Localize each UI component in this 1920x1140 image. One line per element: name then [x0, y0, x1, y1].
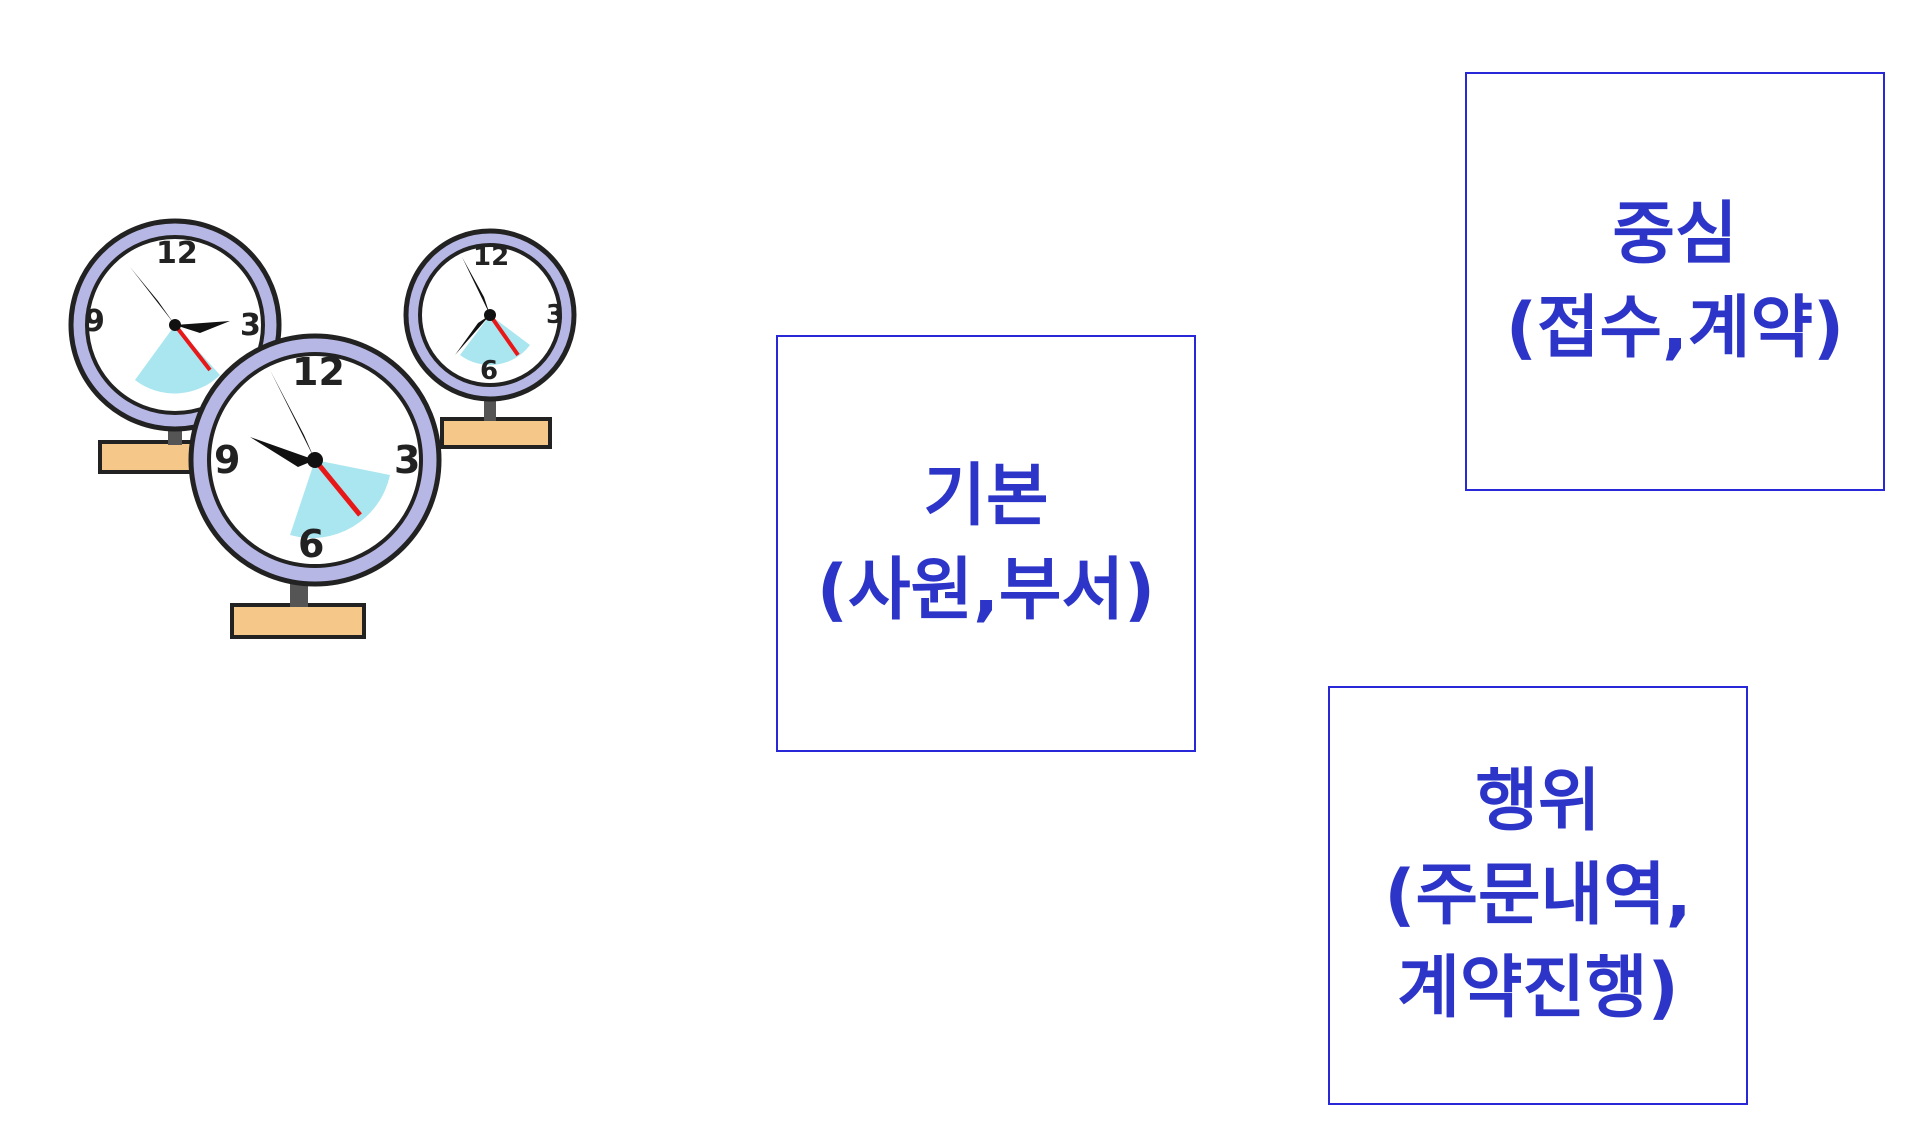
- right-clock-icon: 12 3 6: [403, 228, 577, 449]
- svg-text:12: 12: [156, 236, 198, 271]
- svg-text:3: 3: [394, 438, 420, 482]
- clocks-icon: 12 9 3 12 3 6 12 9 3 6: [68, 218, 577, 639]
- svg-text:3: 3: [240, 308, 261, 343]
- svg-text:12: 12: [473, 242, 509, 272]
- entity-label-basic: 기본 (사원,부서): [816, 456, 1156, 630]
- entity-box-center: 중심 (접수,계약): [1465, 72, 1885, 491]
- entity-label-action: 행위 (주문내역, 계약진행): [1384, 761, 1692, 1029]
- svg-text:3: 3: [546, 300, 564, 330]
- entity-box-basic: 기본 (사원,부서): [776, 335, 1196, 752]
- svg-text:12: 12: [292, 350, 345, 394]
- entity-box-action: 행위 (주문내역, 계약진행): [1328, 686, 1748, 1105]
- left-clock-icon: 12 9 3: [68, 218, 282, 474]
- svg-text:9: 9: [84, 304, 105, 339]
- front-clock-icon: 12 9 3 6: [188, 333, 442, 639]
- svg-text:6: 6: [480, 356, 498, 386]
- svg-text:9: 9: [214, 438, 240, 482]
- svg-text:6: 6: [298, 522, 324, 566]
- entity-label-center: 중심 (접수,계약): [1505, 194, 1845, 368]
